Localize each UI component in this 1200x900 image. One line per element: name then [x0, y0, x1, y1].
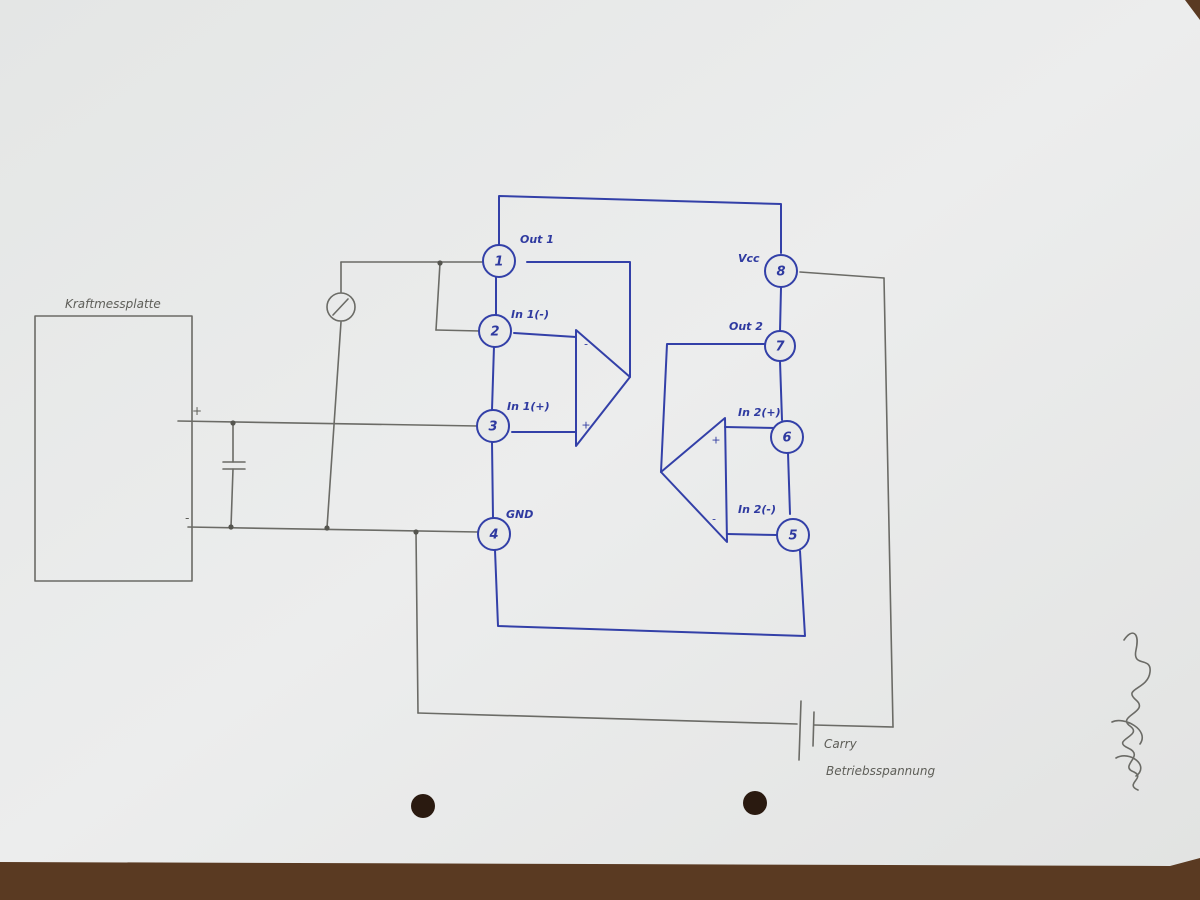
pin-number: 4: [488, 528, 498, 543]
meter-symbol: [326, 292, 356, 322]
ic-left-link-2-3: [491, 345, 495, 411]
opamp-2-noninverting-input: [724, 426, 777, 429]
ic-left-link-3-4: [491, 441, 494, 519]
junction-dot: [230, 420, 236, 426]
vcc-rail: [498, 195, 782, 254]
opamp-1-triangle: [575, 329, 631, 447]
minus-terminal-label: -: [185, 511, 189, 525]
pin-3: 3: [476, 409, 510, 443]
punch-hole-left: [411, 794, 435, 818]
ic-right-link-6-5: [787, 452, 791, 515]
junction-dot: [413, 529, 419, 535]
pin-6-label: In 2(+): [738, 406, 781, 419]
pin-8-label: Vcc: [738, 252, 760, 265]
ic-ink-drawing: [491, 195, 806, 637]
force-plate-label: Kraftmessplatte: [65, 297, 161, 311]
pin-number: 8: [776, 265, 785, 280]
plus-terminal-label: +: [192, 404, 202, 418]
paper-sheet: [0, 0, 1200, 866]
pin-5: 5: [776, 518, 810, 552]
opamp-2-plus-sign: +: [711, 434, 720, 447]
meter-needle: [332, 298, 349, 316]
pin-5-label: In 2(-): [738, 503, 776, 516]
pin-3-label: In 1(+): [507, 400, 550, 413]
meter-lead-bottom: [326, 321, 342, 529]
junction-dot: [437, 260, 443, 266]
capacitor-lead-bottom: [230, 468, 234, 528]
opamp-2-output-wire: [660, 343, 766, 473]
ic-right-link-7-6: [779, 360, 783, 421]
opamp-2-triangle: [660, 417, 728, 543]
wire-plus-to-pin3: [177, 420, 479, 427]
wire-to-vcc: [799, 271, 885, 279]
gnd-rail: [494, 549, 806, 637]
pin-number: 5: [788, 529, 797, 544]
pin-2-label: In 1(-): [511, 308, 549, 321]
battery-plate-long: [798, 700, 802, 761]
pin-number: 6: [782, 431, 791, 446]
pin-2: 2: [478, 314, 512, 348]
ic-right-link-8-7: [779, 287, 782, 332]
wire-gnd-to-battery: [417, 712, 798, 725]
pin-4: 4: [477, 517, 511, 551]
junction-dot: [324, 525, 330, 531]
junction-dot: [228, 524, 234, 530]
opamp-1-minus-sign: -: [584, 338, 588, 351]
battery-label-line1: Carry: [824, 737, 858, 751]
force-plate-box: [34, 315, 193, 582]
pin-number: 1: [494, 255, 503, 270]
wire-minus-to-pin4: [187, 526, 479, 533]
pin-number: 2: [490, 325, 499, 340]
battery-label-line2: Betriebsspannung: [826, 764, 935, 778]
wire-gnd-down: [415, 531, 419, 714]
battery-plate-short: [812, 711, 815, 747]
opamp-2-minus-sign: -: [712, 513, 716, 526]
handwritten-signature: [1111, 632, 1151, 791]
pin-7-label: Out 2: [729, 320, 763, 333]
pin-7: 7: [764, 330, 796, 362]
wire-battery-to-right: [813, 724, 894, 728]
opamp-2-inverting-input: [726, 533, 778, 536]
opamp-1-plus-sign: +: [581, 419, 590, 432]
wire-right-vertical: [883, 277, 894, 728]
wire-feedback-vertical: [435, 262, 441, 331]
pin-8: 8: [764, 254, 798, 288]
opamp-1-inverting-input: [513, 332, 577, 338]
pin-6: 6: [770, 420, 804, 454]
opamp-1-output-wire: [526, 261, 631, 378]
pencil-wiring: [34, 260, 894, 761]
pin-number: 3: [488, 420, 497, 435]
pin-number: 7: [775, 340, 785, 355]
pin-1: 1: [482, 244, 516, 278]
pin-1-label: Out 1: [520, 233, 554, 246]
punch-hole-right: [743, 791, 767, 815]
pin-4-label: GND: [506, 508, 533, 521]
wire-feedback-to-pin2: [435, 329, 481, 332]
